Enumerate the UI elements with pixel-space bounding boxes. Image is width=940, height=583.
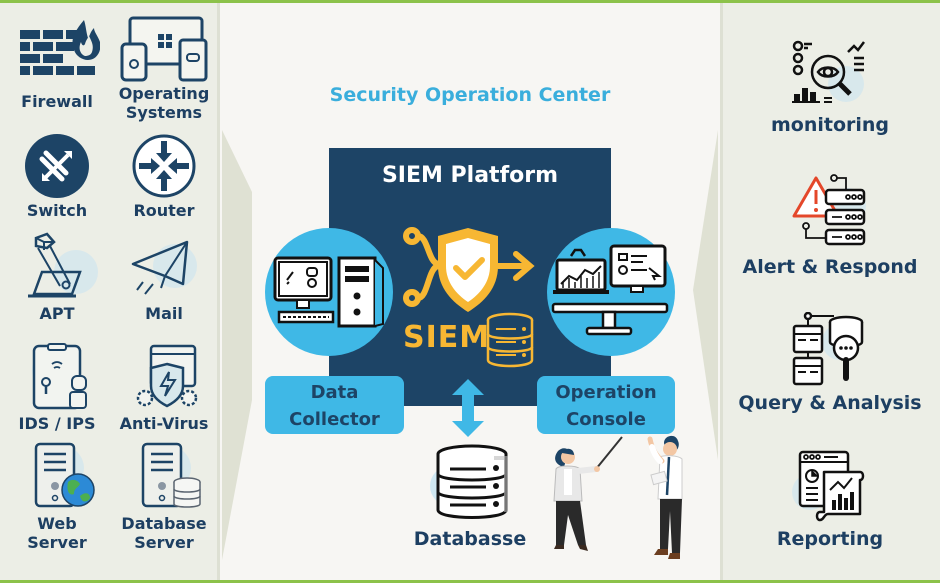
- source-label: Mail: [145, 304, 183, 323]
- database-server-icon: [141, 442, 201, 508]
- source-label-line1: Web: [37, 514, 77, 533]
- function-label: monitoring: [770, 114, 890, 136]
- source-label-line1: Database: [121, 514, 207, 533]
- data-collector-line2: Collector: [289, 409, 380, 430]
- siem-shield-icon: [403, 227, 535, 312]
- function-reporting: Reporting: [720, 448, 940, 550]
- siem-database-icon: [486, 312, 534, 368]
- siem-logo-text: SIEM: [403, 320, 491, 355]
- operation-console-circle: [547, 228, 675, 356]
- function-label: Reporting: [776, 528, 884, 550]
- data-collector-circle: [265, 228, 393, 356]
- console-desk-icon: [551, 244, 669, 336]
- left-flow-wedge: [222, 130, 252, 560]
- source-label: Firewall: [21, 92, 93, 111]
- source-mail: Mail: [114, 232, 214, 323]
- data-collector-label: Data Collector: [265, 376, 404, 434]
- source-label-line2: Systems: [125, 103, 203, 122]
- source-router: Router: [114, 133, 214, 220]
- database-label: Databasse: [413, 528, 527, 550]
- source-ids-ips: IDS / IPS: [7, 342, 107, 433]
- database-icon: [430, 444, 508, 519]
- function-label: Alert & Respond: [742, 256, 918, 278]
- operation-console-label: Operation Console: [537, 376, 675, 434]
- source-switch: Switch: [7, 133, 107, 220]
- soc-title: Security Operation Center: [329, 84, 611, 106]
- alert-respond-icon: [792, 174, 866, 246]
- bidirectional-arrow-icon: [452, 379, 484, 437]
- source-label-line2: Server: [27, 533, 87, 552]
- anti-virus-icon: [136, 344, 198, 408]
- function-query-analysis: Query & Analysis: [720, 312, 940, 414]
- query-analysis-icon: [792, 312, 864, 386]
- source-label: Anti-Virus: [119, 414, 209, 433]
- bottom-accent-bar: [0, 580, 940, 583]
- source-label: Router: [133, 201, 195, 220]
- mail-icon: [131, 240, 197, 295]
- source-label-line1: Operating: [118, 84, 210, 103]
- ids-ips-icon: [32, 343, 87, 410]
- operating-systems-icon: [120, 16, 208, 82]
- function-label: Query & Analysis: [738, 392, 922, 414]
- source-apt: APT: [7, 232, 107, 323]
- operation-console-line1: Operation: [555, 382, 657, 403]
- right-flow-wedge: [693, 130, 718, 460]
- switch-icon: [25, 134, 89, 198]
- source-database-server: Database Server: [114, 442, 214, 552]
- siem-platform-title: SIEM Platform: [381, 163, 559, 188]
- function-alert-respond: Alert & Respond: [720, 172, 940, 278]
- reporting-icon: [792, 450, 865, 522]
- source-label: APT: [39, 304, 75, 323]
- apt-icon: [28, 232, 98, 298]
- monitoring-icon: [792, 40, 865, 103]
- source-firewall: Firewall: [7, 14, 107, 111]
- router-icon: [132, 134, 196, 198]
- function-monitoring: monitoring: [720, 38, 940, 136]
- presenters-illustration: [553, 435, 683, 559]
- top-accent-bar: [0, 0, 940, 3]
- source-label-line2: Server: [134, 533, 194, 552]
- firewall-icon: [20, 20, 100, 75]
- operation-console-line2: Console: [566, 409, 646, 430]
- source-label: Switch: [26, 201, 88, 220]
- data-collector-line1: Data: [310, 382, 359, 403]
- source-anti-virus: Anti-Virus: [114, 342, 214, 433]
- source-web-server: Web Server: [7, 442, 107, 552]
- source-operating-systems: Operating Systems: [114, 14, 214, 122]
- web-server-icon: [34, 442, 95, 508]
- source-label: IDS / IPS: [18, 414, 96, 433]
- workstation-icon: [273, 256, 384, 328]
